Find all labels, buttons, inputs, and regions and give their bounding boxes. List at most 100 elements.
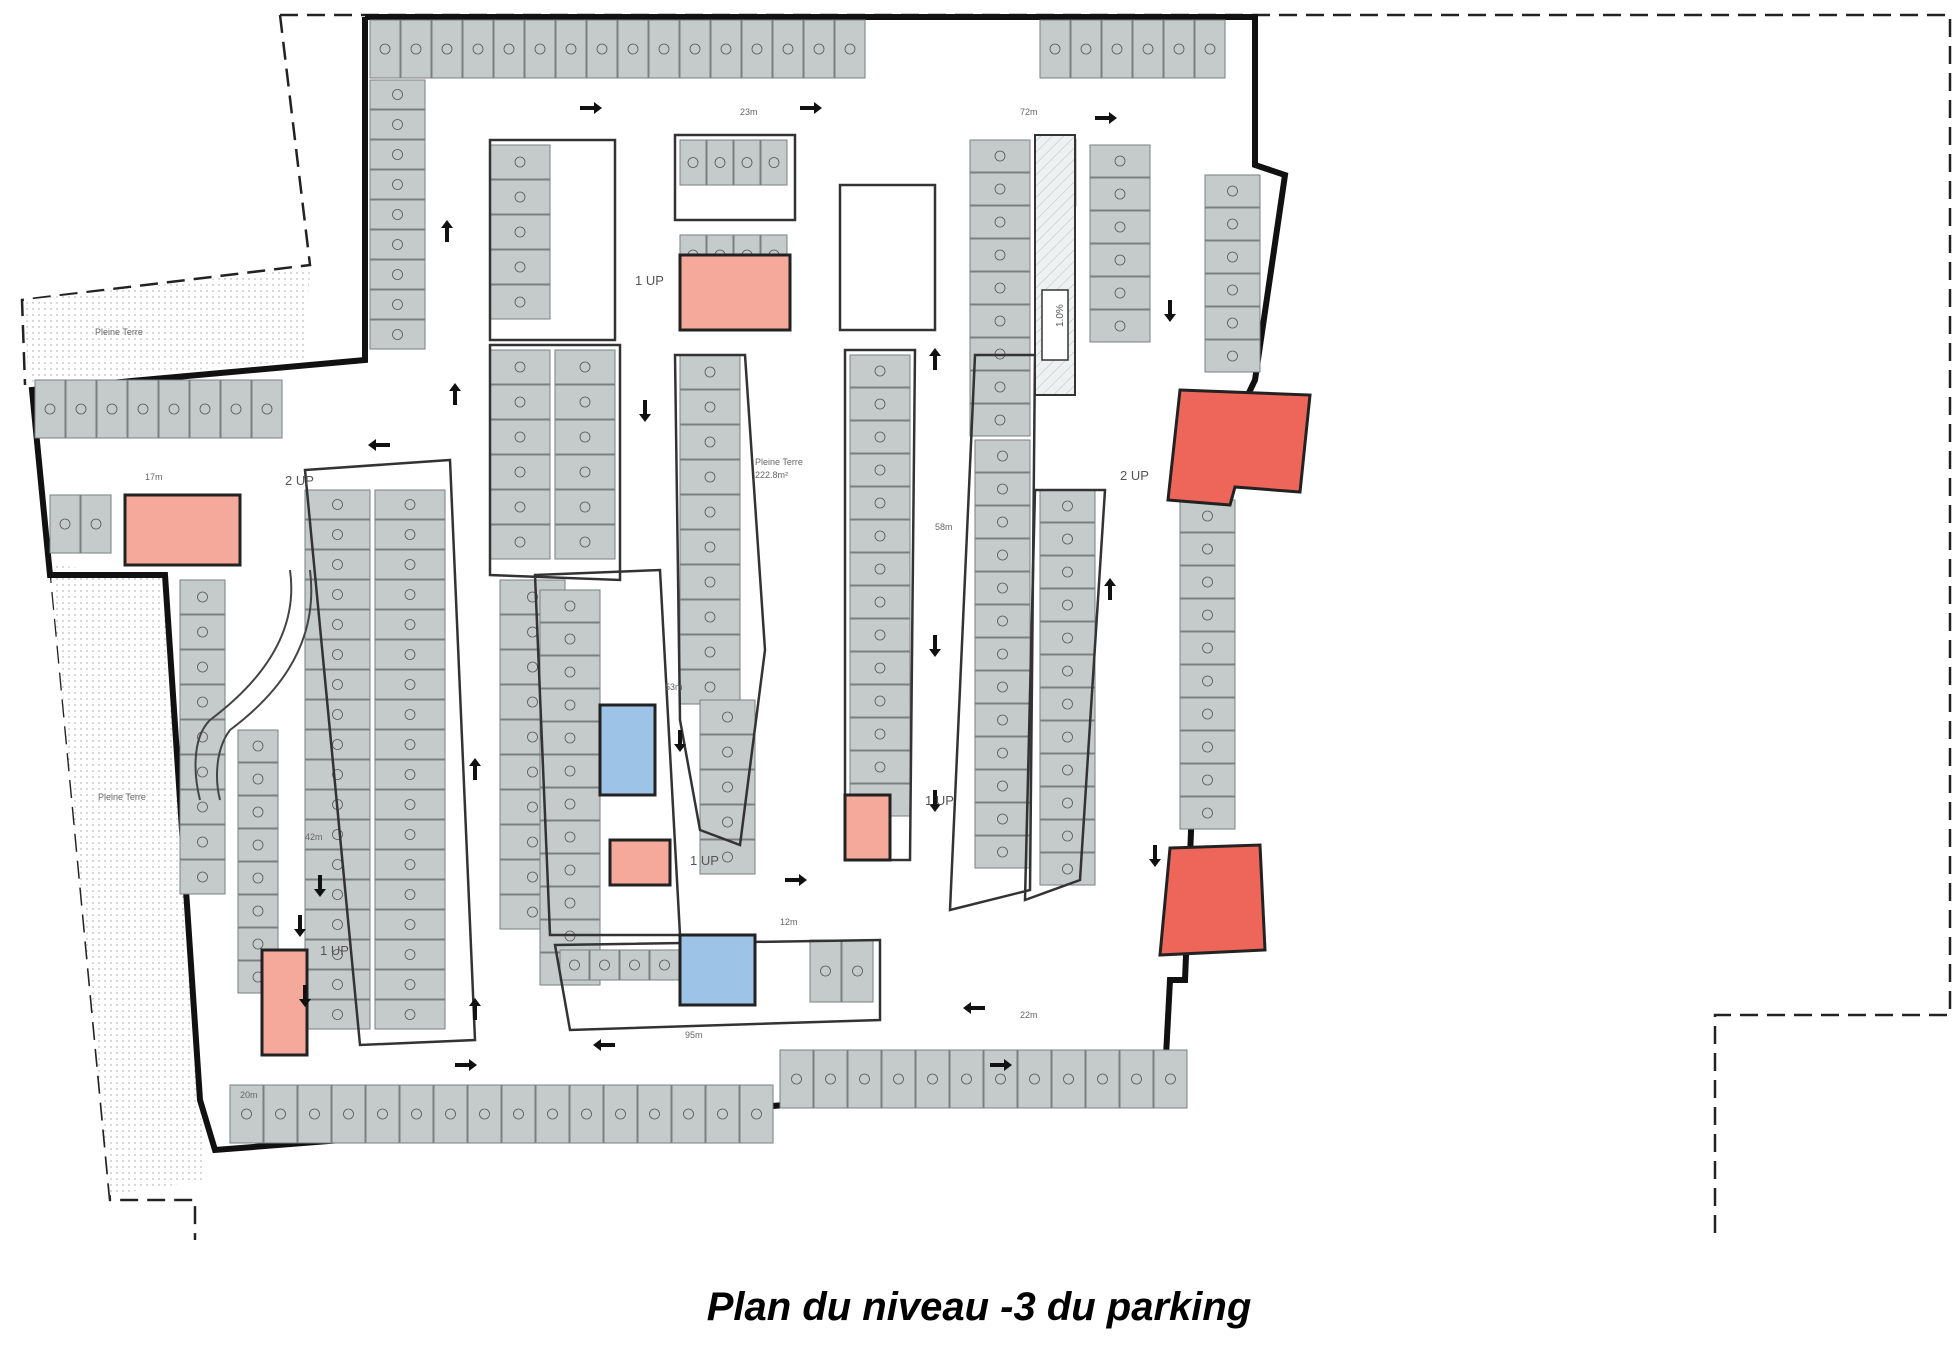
stall-number-marker bbox=[997, 747, 1008, 759]
parking-stall bbox=[974, 736, 1031, 770]
stall-number-marker bbox=[1062, 500, 1073, 512]
direction-arrow-icon bbox=[455, 1059, 477, 1071]
parking-stall bbox=[649, 949, 680, 981]
parking-stall bbox=[617, 19, 649, 79]
stall-number-marker bbox=[332, 589, 343, 600]
parking-stall bbox=[974, 439, 1031, 473]
parking-stall bbox=[369, 19, 401, 79]
parking-stall bbox=[679, 19, 711, 79]
stall-number-marker bbox=[332, 979, 343, 990]
stall-number-marker bbox=[1202, 741, 1213, 753]
parking-stall bbox=[304, 669, 371, 700]
parking-stall bbox=[297, 1084, 332, 1144]
dimension-label: 53m bbox=[665, 682, 683, 692]
stall-number-marker bbox=[252, 905, 264, 917]
direction-arrow-icon bbox=[449, 383, 461, 405]
stall-number-marker bbox=[514, 501, 526, 513]
stall-number-marker bbox=[579, 396, 591, 408]
stall-number-marker bbox=[1227, 317, 1238, 329]
parking-stall bbox=[304, 519, 371, 550]
stall-number-marker bbox=[392, 299, 403, 310]
parking-stall bbox=[969, 205, 1031, 239]
parking-stall bbox=[849, 453, 911, 487]
stall-number-marker bbox=[1131, 1073, 1142, 1085]
dimension-label: 20m bbox=[240, 1090, 258, 1100]
stall-number-marker bbox=[751, 1108, 762, 1120]
stall-number-marker bbox=[392, 239, 403, 250]
stall-number-marker bbox=[683, 1108, 694, 1120]
stall-number-marker bbox=[404, 769, 416, 780]
parking-stall bbox=[969, 172, 1031, 206]
parking-stall bbox=[1179, 796, 1236, 830]
stall-number-marker bbox=[332, 679, 343, 690]
stall-number-marker bbox=[534, 43, 546, 55]
parking-stall bbox=[369, 109, 426, 140]
stall-number-marker bbox=[704, 436, 716, 448]
parking-stall bbox=[467, 1084, 502, 1144]
parking-stall bbox=[179, 789, 226, 825]
parking-stall bbox=[834, 19, 866, 79]
stall-number-marker bbox=[332, 889, 343, 900]
parking-stall bbox=[399, 1084, 434, 1144]
parking-stall bbox=[374, 519, 446, 550]
parking-stall bbox=[374, 699, 446, 730]
parking-stall bbox=[489, 419, 551, 455]
parking-stall bbox=[974, 637, 1031, 671]
ramp-up-label: 1 UP bbox=[690, 853, 719, 868]
parking-stall bbox=[1179, 565, 1236, 599]
stall-number-marker bbox=[514, 431, 526, 443]
stall-number-marker bbox=[547, 1108, 558, 1120]
stall-number-marker bbox=[1111, 43, 1123, 55]
parking-stall bbox=[374, 759, 446, 790]
parking-floor-plan: 1 UP 2 UP 1 UP 1 UP 1 UP 2 UP 1.0% Plein… bbox=[20, 13, 1952, 1240]
stall-number-marker bbox=[1204, 43, 1216, 55]
parking-stall bbox=[1039, 819, 1096, 853]
stall-number-marker bbox=[1227, 251, 1238, 263]
stall-number-marker bbox=[649, 1108, 660, 1120]
stall-number-marker bbox=[874, 431, 886, 443]
stall-number-marker bbox=[689, 43, 701, 55]
stall-number-marker bbox=[527, 836, 538, 848]
parking-stall bbox=[849, 717, 911, 751]
pleine-terre-label: Pleine Terre bbox=[755, 457, 803, 467]
stall-number-marker bbox=[1062, 599, 1073, 611]
stall-number-marker bbox=[997, 516, 1008, 528]
parking-stall bbox=[1070, 19, 1102, 79]
parking-stall bbox=[539, 688, 601, 722]
stall-number-marker bbox=[1114, 287, 1126, 299]
parking-stall bbox=[974, 835, 1031, 869]
parking-stalls bbox=[34, 19, 1261, 1144]
stall-number-marker bbox=[197, 871, 208, 883]
stall-number-marker bbox=[722, 711, 733, 723]
parking-stall bbox=[1051, 1049, 1086, 1109]
stall-number-marker bbox=[874, 497, 886, 509]
stall-number-marker bbox=[704, 681, 716, 693]
stall-number-marker bbox=[275, 1108, 286, 1120]
parking-stall bbox=[304, 759, 371, 790]
parking-stall bbox=[489, 349, 551, 385]
parking-stall bbox=[974, 472, 1031, 506]
stall-number-marker bbox=[252, 740, 264, 752]
stall-number-marker bbox=[252, 872, 264, 884]
stall-number-marker bbox=[859, 1073, 870, 1085]
parking-stall bbox=[739, 1084, 774, 1144]
direction-arrow-icon bbox=[314, 875, 326, 897]
parking-stall bbox=[1179, 631, 1236, 665]
ramp-up-label: 1 UP bbox=[925, 793, 954, 808]
stall-number-marker bbox=[1227, 350, 1238, 362]
stall-number-marker bbox=[874, 365, 886, 377]
stall-number-marker bbox=[704, 506, 716, 518]
stall-number-marker bbox=[994, 150, 1006, 162]
stall-number-marker bbox=[1062, 665, 1073, 677]
parking-stall bbox=[539, 820, 601, 854]
direction-arrow-icon bbox=[929, 635, 941, 657]
parking-stall bbox=[179, 859, 226, 895]
stall-number-marker bbox=[564, 732, 576, 744]
parking-stall bbox=[603, 1084, 638, 1144]
stall-number-marker bbox=[751, 43, 763, 55]
parking-stall bbox=[374, 729, 446, 760]
stall-number-marker bbox=[1062, 533, 1073, 545]
parking-stall bbox=[179, 824, 226, 860]
stall-number-marker bbox=[514, 156, 526, 168]
stall-number-marker bbox=[599, 959, 610, 971]
